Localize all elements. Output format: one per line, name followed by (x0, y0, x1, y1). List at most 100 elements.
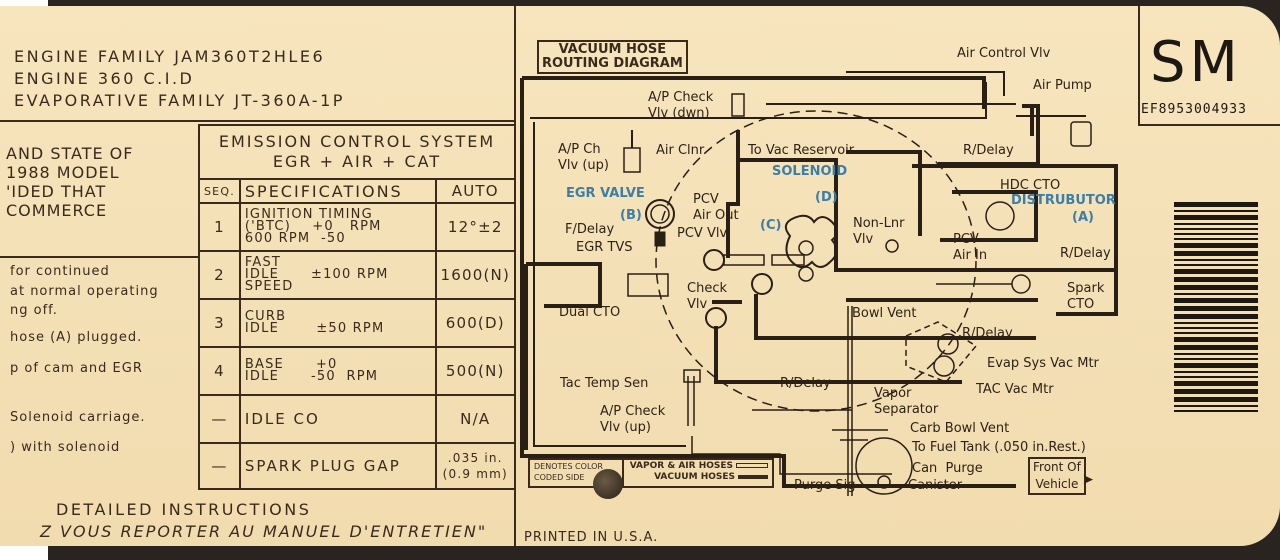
adhesive-blob (593, 469, 623, 499)
ap-check-dwn-icon (731, 93, 745, 117)
row-value: 600(D) (434, 298, 516, 348)
row-seq: 1 (198, 202, 241, 252)
canister-icon (855, 437, 913, 495)
row-spec: BASE +0 IDLE -50 RPM (238, 346, 437, 396)
air-pump-icon (1070, 121, 1092, 147)
note-line: 1988 MODEL (6, 163, 120, 182)
barcode-stripe (1174, 269, 1258, 274)
legend-vacuum: VACUUM HOSES (628, 472, 768, 483)
table-row: — SPARK PLUG GAP .035 in. (0.9 mm) (198, 442, 516, 490)
barcode-stripe (1174, 243, 1258, 248)
to-fuel-tank-label: To Fuel Tank (.050 in.Rest.) (912, 440, 1086, 455)
barcode-stripe (1174, 233, 1258, 235)
barcode-stripe (1174, 376, 1258, 378)
instruction-line: at normal operating (10, 284, 159, 299)
table-row: 1 IGNITION TIMING ('BTC) +0 RPM 600 RPM … (198, 202, 516, 252)
table-row: 4 BASE +0 IDLE -50 RPM 500(N) (198, 346, 516, 396)
instruction-line: ) with solenoid (10, 440, 121, 455)
vacuum-hose (738, 158, 848, 272)
barcode-stripe (1174, 322, 1258, 324)
pcv-vlv-label: PCV Vlv (677, 226, 728, 241)
barcode-stripe (1174, 251, 1258, 256)
vac-reservoir-outline (655, 110, 977, 412)
row-spec: FAST IDLE ±100 RPM SPEED (238, 250, 437, 300)
barcode-stripe (1174, 228, 1258, 230)
barcode-stripe (1174, 397, 1258, 402)
to-vac-reservoir-label: To Vac Reservoir (748, 143, 855, 158)
vapor-line (847, 306, 853, 496)
m-icon (885, 239, 899, 253)
barcode-stripe (1174, 337, 1258, 342)
pcv-air-in-label: PCV Air In (953, 232, 988, 263)
row-value: 12°±2 (434, 202, 516, 252)
hdc-cto-label: HDC CTO (1000, 178, 1061, 193)
distributor-label: DISTRUBUTOR (1011, 193, 1116, 208)
distributor-icon (985, 201, 1015, 231)
evap-box (905, 321, 978, 383)
hose-legend: DENOTES COLOR CODED SIDE VAPOR & AIR HOS… (528, 458, 774, 488)
port-d-label: (D) (815, 190, 838, 205)
f-delay-label: F/Delay (565, 222, 615, 237)
front-arrow-icon: ➤ (1082, 472, 1094, 488)
row-seq: — (198, 442, 241, 490)
row-spec: IDLE CO (238, 394, 437, 444)
emission-label: ENGINE FAMILY JAM360T2HLE6 ENGINE 360 C.… (0, 6, 1280, 546)
table-row: — IDLE CO N/A (198, 394, 516, 444)
barcode-stripe (1174, 210, 1258, 212)
instruction-line: for continued (10, 264, 110, 279)
vacuum-hose (846, 150, 1118, 316)
r-delay-mid-label: R/Delay (780, 376, 831, 391)
row-spec: CURB IDLE ±50 RPM (238, 298, 437, 348)
barcode-stripe (1174, 410, 1258, 412)
instruction-line: hose (A) plugged. (10, 330, 143, 345)
barcode-stripe (1174, 298, 1258, 303)
legend-hoses: VAPOR & AIR HOSES VACUUM HOSES (624, 460, 772, 486)
r-delay-label: R/Delay (963, 143, 1014, 158)
col-auto: AUTO (434, 178, 516, 204)
header-line: EMISSION CONTROL SYSTEM (218, 132, 496, 151)
barcode-stripe (1174, 345, 1258, 350)
row-spec: IGNITION TIMING ('BTC) +0 RPM 600 RPM -5… (238, 202, 437, 252)
pcv-valve-icon (703, 249, 725, 271)
note-line: COMMERCE (6, 201, 108, 220)
emission-system-header: EMISSION CONTROL SYSTEM EGR + AIR + CAT (198, 124, 516, 180)
compliance-note: AND STATE OF 1988 MODEL 'IDED THAT COMME… (6, 144, 133, 220)
col-seq: SEQ. (198, 178, 241, 204)
egr-valve-icon (645, 199, 675, 229)
vapor-separator-label: Vapor Separator (874, 386, 939, 417)
vapor-air-swatch (736, 463, 768, 468)
solenoid-icon (784, 214, 838, 268)
port-a-label: (A) (1072, 210, 1094, 225)
barcode-stripe (1174, 277, 1258, 282)
table-row: 2 FAST IDLE ±100 RPM SPEED 1600(N) (198, 250, 516, 300)
header-line: EGR + AIR + CAT (272, 152, 442, 171)
dual-cto-label: Dual CTO (559, 305, 621, 320)
tac-temp-sen-label: Tac Temp Sen (560, 376, 649, 391)
id-serial: EF8953004933 (1141, 102, 1247, 117)
footer-french: Z VOUS REPORTER AU MANUEL D'ENTRETIEN" (40, 522, 488, 541)
barcode-stripe (1174, 371, 1258, 373)
barcode-stripe (1174, 363, 1258, 368)
engine-info: ENGINE FAMILY JAM360T2HLE6 ENGINE 360 C.… (14, 46, 345, 112)
column-header-row: SEQ. SPECIFICATIONS AUTO (198, 178, 516, 204)
barcode (1174, 202, 1280, 466)
ap-check-dwn-label: A/P Check Vlv (dwn) (648, 90, 714, 121)
tac-vac-mtr-label: TAC Vac Mtr (976, 382, 1054, 397)
row-spec: SPARK PLUG GAP (238, 442, 437, 490)
row-seq: 4 (198, 346, 241, 396)
row-value: 1600(N) (434, 250, 516, 300)
barcode-stripe (1174, 327, 1258, 329)
evaporative-family: EVAPORATIVE FAMILY JT-360A-1P (14, 91, 345, 110)
air-control-vlv-label: Air Control Vlv (957, 46, 1051, 61)
emission-spec-table: EMISSION CONTROL SYSTEM EGR + AIR + CAT … (198, 124, 516, 490)
barcode-stripe (1174, 306, 1258, 311)
ap-ch-up-icon (623, 147, 641, 173)
vapor-hose (530, 82, 987, 119)
canister-label: Canister (908, 478, 963, 493)
row-seq: 3 (198, 298, 241, 348)
evap-sys-vac-mtr-label: Evap Sys Vac Mtr (987, 356, 1099, 371)
barcode-stripe (1174, 223, 1258, 225)
row-value: .035 in. (0.9 mm) (434, 442, 516, 490)
vapor-hose (533, 122, 686, 447)
purge-sig-label: Purge Sig (794, 478, 856, 493)
